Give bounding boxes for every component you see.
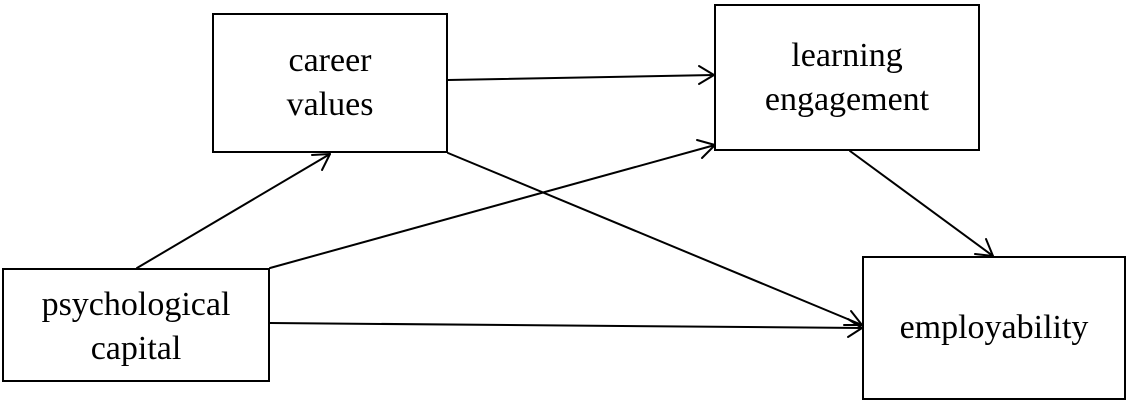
arrow-psychological-capital-to-employability	[269, 318, 863, 338]
arrow-psychological-capital-to-career-values	[136, 153, 331, 269]
node-career-values-line-2: values	[286, 86, 374, 123]
node-learning-engagement: learning engagement	[714, 4, 980, 151]
node-employability: employability	[862, 256, 1126, 400]
arrow-psychological-capital-to-learning-engagement	[269, 139, 716, 269]
node-employability-line-1: employability	[899, 309, 1089, 346]
node-career-values-line-1: career	[288, 42, 372, 79]
node-psychological-capital-line-1: psychological	[41, 286, 231, 323]
arrow-career-values-to-learning-engagement	[447, 65, 715, 85]
node-psychological-capital-line-2: capital	[90, 330, 182, 367]
node-learning-engagement-line-2: engagement	[764, 80, 930, 118]
node-psychological-capital: psychological capital	[2, 268, 270, 382]
arrow-career-values-to-employability	[447, 152, 863, 326]
arrow-learning-engagement-to-employability	[849, 150, 994, 257]
node-career-values: career values	[212, 13, 448, 153]
node-learning-engagement-line-1: learning	[791, 36, 903, 74]
